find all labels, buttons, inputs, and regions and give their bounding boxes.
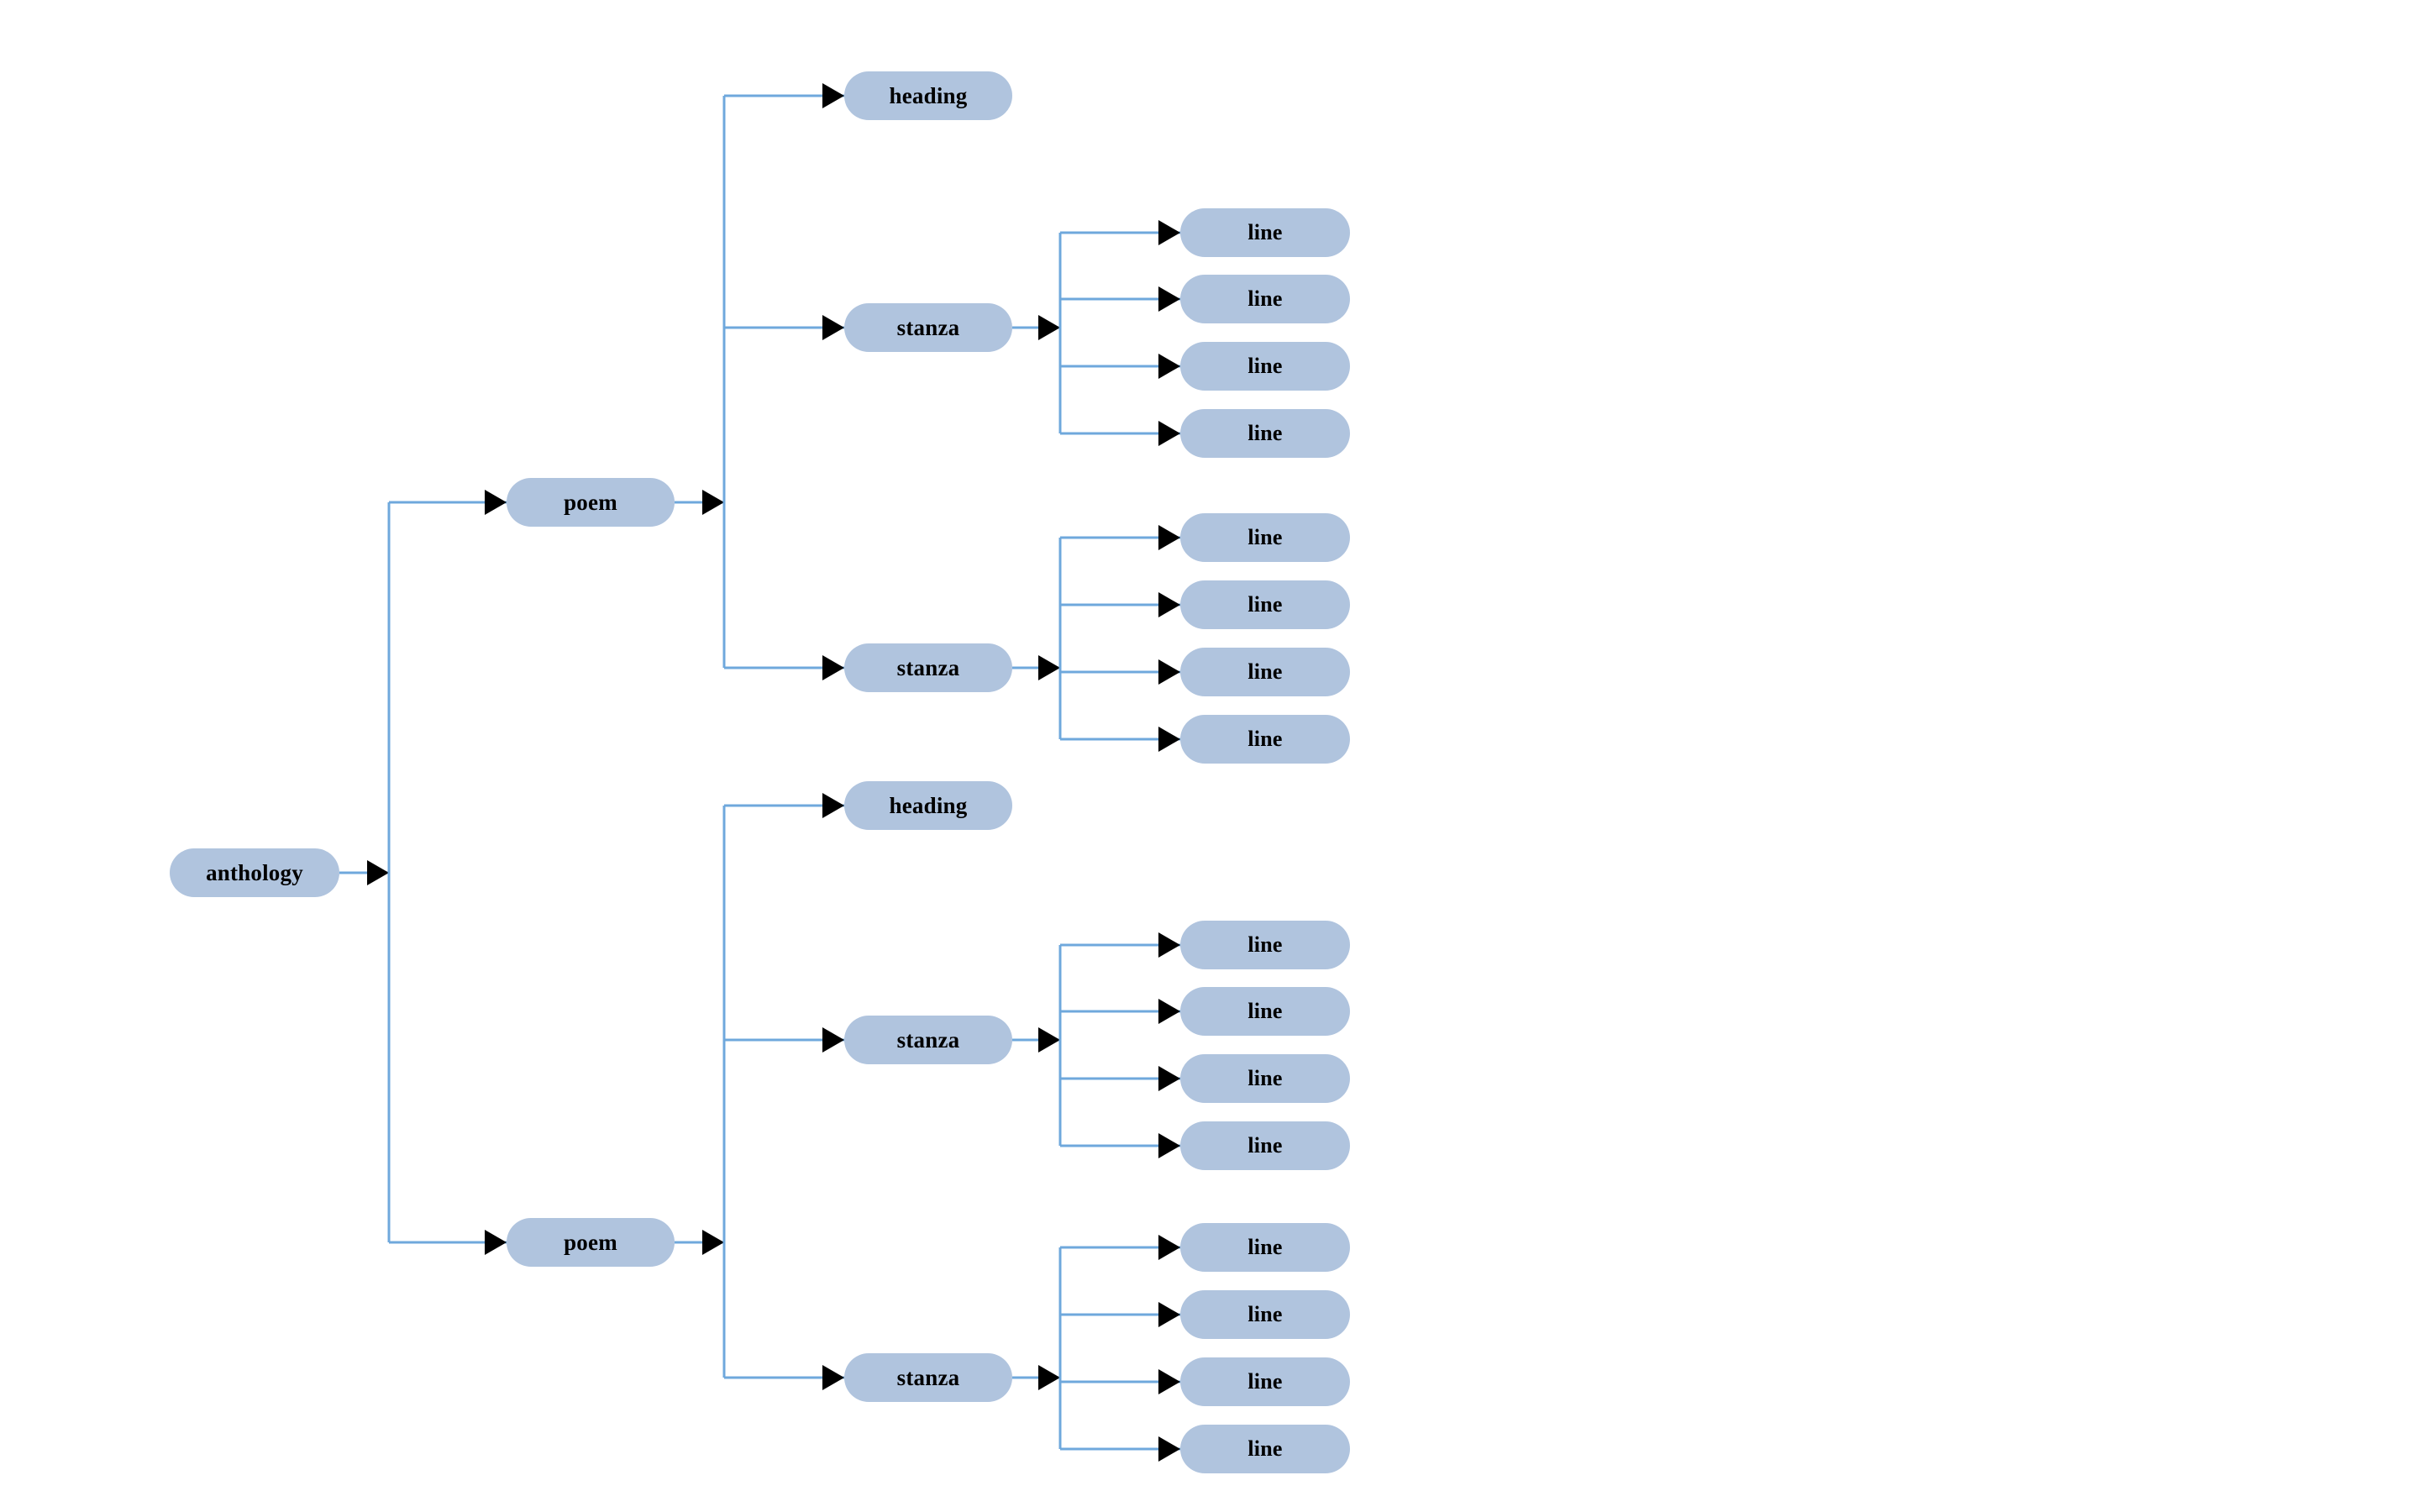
- arrowhead-stanza-4-children-1: [1158, 1302, 1180, 1327]
- node-label-line-2-3: line: [1247, 659, 1283, 684]
- node-label-stanza-4: stanza: [896, 1364, 960, 1390]
- node-line-1-1[interactable]: line: [1180, 208, 1350, 257]
- node-stanza-1[interactable]: stanza: [844, 303, 1012, 352]
- node-line-2-4[interactable]: line: [1180, 715, 1350, 764]
- arrowhead-stanza-4-children-3: [1158, 1436, 1180, 1462]
- arrowhead-stanza-3-children-0: [1158, 932, 1180, 958]
- arrowhead-poem-1-children-0: [822, 83, 844, 108]
- arrowhead-stanza-3-children-2: [1158, 1066, 1180, 1091]
- node-label-line-3-3: line: [1247, 1066, 1283, 1090]
- arrowhead-trunk-anthology-children: [367, 860, 389, 885]
- node-label-line-1-3: line: [1247, 354, 1283, 378]
- node-label-heading-1: heading: [889, 82, 968, 108]
- arrowhead-stanza-4-children-0: [1158, 1235, 1180, 1260]
- arrowhead-trunk-poem-2-children: [702, 1230, 724, 1255]
- node-line-1-4[interactable]: line: [1180, 409, 1350, 458]
- node-anthology[interactable]: anthology: [170, 848, 339, 897]
- arrowhead-trunk-stanza-1-children: [1038, 315, 1060, 340]
- arrowhead-poem-2-children-2: [822, 1365, 844, 1390]
- arrowhead-stanza-2-children-1: [1158, 592, 1180, 617]
- node-label-line-2-1: line: [1247, 525, 1283, 549]
- node-label-poem-1: poem: [564, 489, 617, 515]
- node-stanza-2[interactable]: stanza: [844, 643, 1012, 692]
- arrowhead-trunk-poem-1-children: [702, 490, 724, 515]
- arrowhead-trunk-stanza-2-children: [1038, 655, 1060, 680]
- arrowhead-stanza-2-children-3: [1158, 727, 1180, 752]
- node-line-4-4[interactable]: line: [1180, 1425, 1350, 1473]
- node-label-line-4-3: line: [1247, 1369, 1283, 1394]
- node-line-2-3[interactable]: line: [1180, 648, 1350, 696]
- node-label-line-1-1: line: [1247, 220, 1283, 244]
- arrowhead-stanza-2-children-2: [1158, 659, 1180, 685]
- node-label-heading-2: heading: [889, 792, 968, 818]
- node-line-4-2[interactable]: line: [1180, 1290, 1350, 1339]
- node-line-4-1[interactable]: line: [1180, 1223, 1350, 1272]
- node-label-line-1-2: line: [1247, 286, 1283, 311]
- node-label-stanza-1: stanza: [896, 314, 960, 340]
- node-label-line-3-4: line: [1247, 1133, 1283, 1158]
- node-label-line-4-1: line: [1247, 1235, 1283, 1259]
- node-line-1-3[interactable]: line: [1180, 342, 1350, 391]
- node-line-1-2[interactable]: line: [1180, 275, 1350, 323]
- arrowhead-stanza-3-children-1: [1158, 999, 1180, 1024]
- node-stanza-4[interactable]: stanza: [844, 1353, 1012, 1402]
- node-label-line-4-2: line: [1247, 1302, 1283, 1326]
- arrowhead-poem-2-children-0: [822, 793, 844, 818]
- arrowhead-poem-1-children-1: [822, 315, 844, 340]
- arrowhead-stanza-2-children-0: [1158, 525, 1180, 550]
- arrowhead-stanza-1-children-0: [1158, 220, 1180, 245]
- node-label-stanza-2: stanza: [896, 654, 960, 680]
- node-line-2-2[interactable]: line: [1180, 580, 1350, 629]
- node-line-3-3[interactable]: line: [1180, 1054, 1350, 1103]
- arrowhead-trunk-stanza-3-children: [1038, 1027, 1060, 1053]
- node-line-4-3[interactable]: line: [1180, 1357, 1350, 1406]
- node-heading-2[interactable]: heading: [844, 781, 1012, 830]
- node-label-line-4-4: line: [1247, 1436, 1283, 1461]
- arrowhead-poem-1-children-2: [822, 655, 844, 680]
- node-poem-1[interactable]: poem: [507, 478, 675, 527]
- node-stanza-3[interactable]: stanza: [844, 1016, 1012, 1064]
- node-label-anthology: anthology: [206, 859, 303, 885]
- node-poem-2[interactable]: poem: [507, 1218, 675, 1267]
- node-line-3-4[interactable]: line: [1180, 1121, 1350, 1170]
- arrowhead-anthology-children-1: [485, 1230, 507, 1255]
- node-label-line-3-2: line: [1247, 999, 1283, 1023]
- arrowhead-stanza-1-children-1: [1158, 286, 1180, 312]
- arrowhead-stanza-3-children-3: [1158, 1133, 1180, 1158]
- node-label-stanza-3: stanza: [896, 1026, 960, 1053]
- arrowhead-poem-2-children-1: [822, 1027, 844, 1053]
- arrowhead-anthology-children-0: [485, 490, 507, 515]
- node-label-line-1-4: line: [1247, 421, 1283, 445]
- node-heading-1[interactable]: heading: [844, 71, 1012, 120]
- arrowhead-trunk-stanza-4-children: [1038, 1365, 1060, 1390]
- node-label-line-2-4: line: [1247, 727, 1283, 751]
- arrowhead-stanza-1-children-3: [1158, 421, 1180, 446]
- arrowhead-stanza-1-children-2: [1158, 354, 1180, 379]
- node-line-2-1[interactable]: line: [1180, 513, 1350, 562]
- node-label-line-3-1: line: [1247, 932, 1283, 957]
- node-line-3-2[interactable]: line: [1180, 987, 1350, 1036]
- node-label-line-2-2: line: [1247, 592, 1283, 617]
- node-line-3-1[interactable]: line: [1180, 921, 1350, 969]
- node-label-poem-2: poem: [564, 1229, 617, 1255]
- arrowhead-stanza-4-children-2: [1158, 1369, 1180, 1394]
